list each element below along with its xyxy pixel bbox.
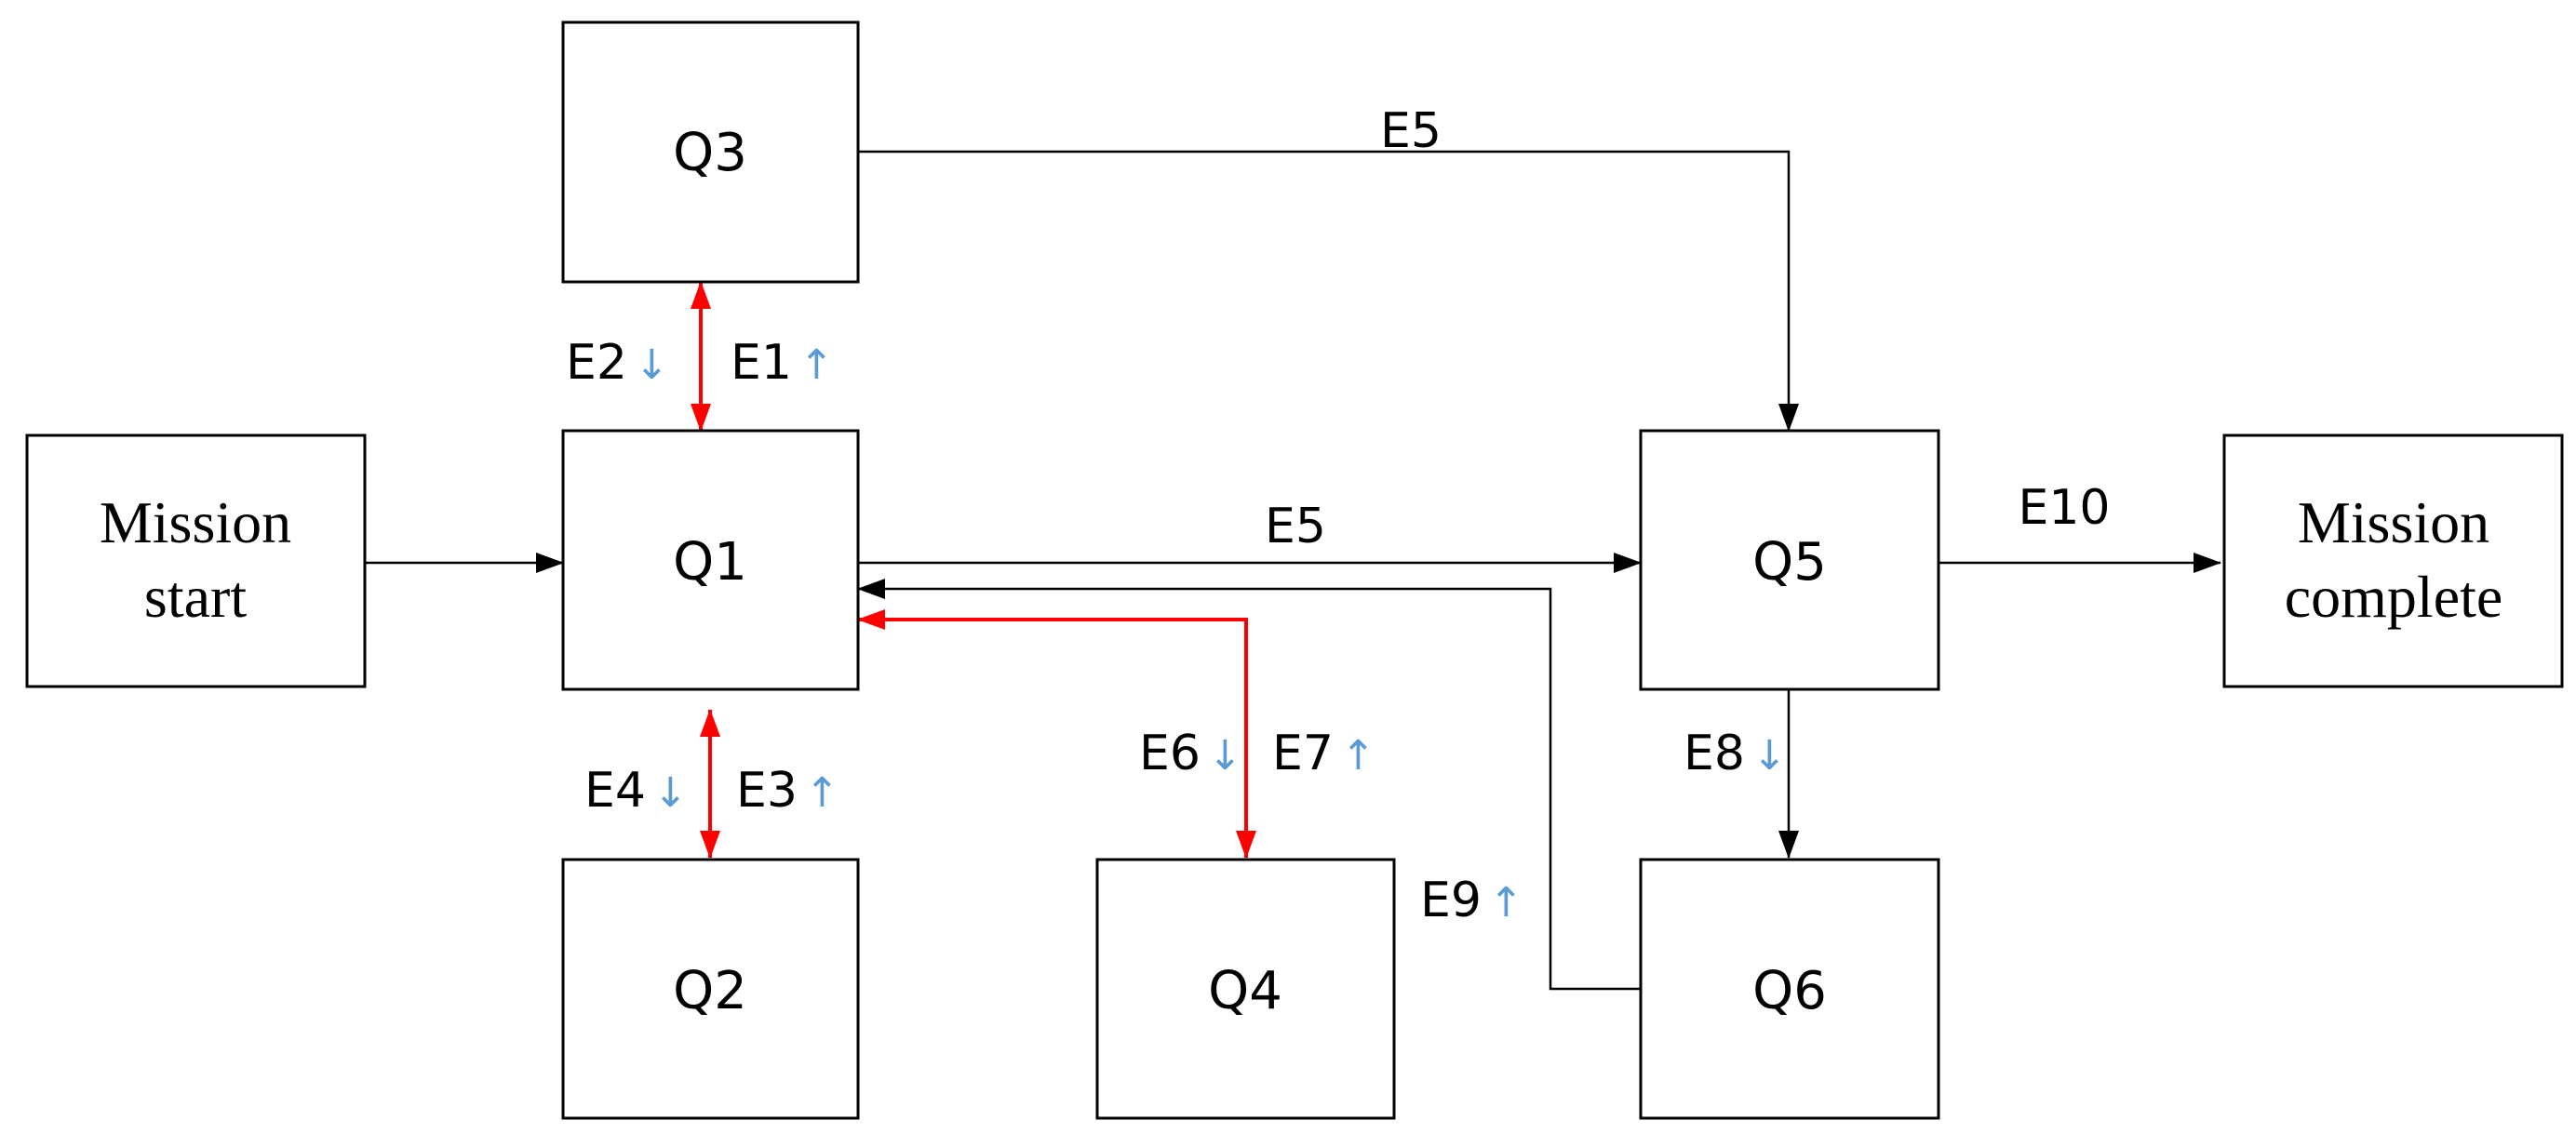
edge-e4-direction: ↓ <box>653 769 688 817</box>
edge-e2-direction: ↓ <box>635 341 669 389</box>
node-q6-label: Q6 <box>1752 961 1827 1021</box>
edge-e2-label: E2 <box>566 335 627 391</box>
edge-e7-label: E7 <box>1272 726 1334 781</box>
edge-e6-label: E6 <box>1139 726 1201 781</box>
edge-e5-mid-label: E5 <box>1265 499 1326 554</box>
node-q5 <box>1639 429 1940 691</box>
edge-e1-label: E1 <box>731 335 792 391</box>
node-q1 <box>561 429 860 691</box>
node-mission-start <box>25 433 367 688</box>
edge-e10-label: E10 <box>2018 480 2110 536</box>
edge-e9-direction: ↑ <box>1489 879 1523 927</box>
edge-e5-top-label: E5 <box>1380 103 1442 159</box>
node-mission-complete-label-line2: complete <box>2285 564 2503 630</box>
node-mission-start-label-line1: Mission <box>100 489 291 555</box>
edge-q1-q4-bidirectional <box>857 609 1256 859</box>
node-q3 <box>561 20 860 284</box>
edge-e6-direction: ↓ <box>1208 732 1242 780</box>
edge-q3-to-q5 <box>858 150 1799 432</box>
node-mission-start-label-line2: start <box>144 564 247 630</box>
node-mission-complete <box>2222 433 2564 688</box>
edge-e8-direction: ↓ <box>1752 732 1787 780</box>
edge-e9-label: E9 <box>1420 873 1482 928</box>
edge-e1-direction: ↑ <box>799 341 834 389</box>
edge-e3-label: E3 <box>736 763 798 819</box>
node-q2-label: Q2 <box>673 961 747 1021</box>
edge-e8-label: E8 <box>1684 726 1745 781</box>
edge-e4-label: E4 <box>584 763 646 819</box>
node-q2 <box>561 858 860 1120</box>
edge-q6-to-q1 <box>857 579 1641 991</box>
node-mission-complete-label-line1: Mission <box>2298 489 2489 555</box>
node-q4 <box>1095 858 1396 1120</box>
node-q4-label: Q4 <box>1208 961 1282 1021</box>
edge-e3-direction: ↑ <box>805 769 839 817</box>
node-q6 <box>1639 858 1940 1120</box>
edge-e7-direction: ↑ <box>1341 732 1375 780</box>
node-q3-label: Q3 <box>673 123 747 183</box>
node-q5-label: Q5 <box>1752 532 1827 593</box>
node-q1-label: Q1 <box>673 532 747 593</box>
